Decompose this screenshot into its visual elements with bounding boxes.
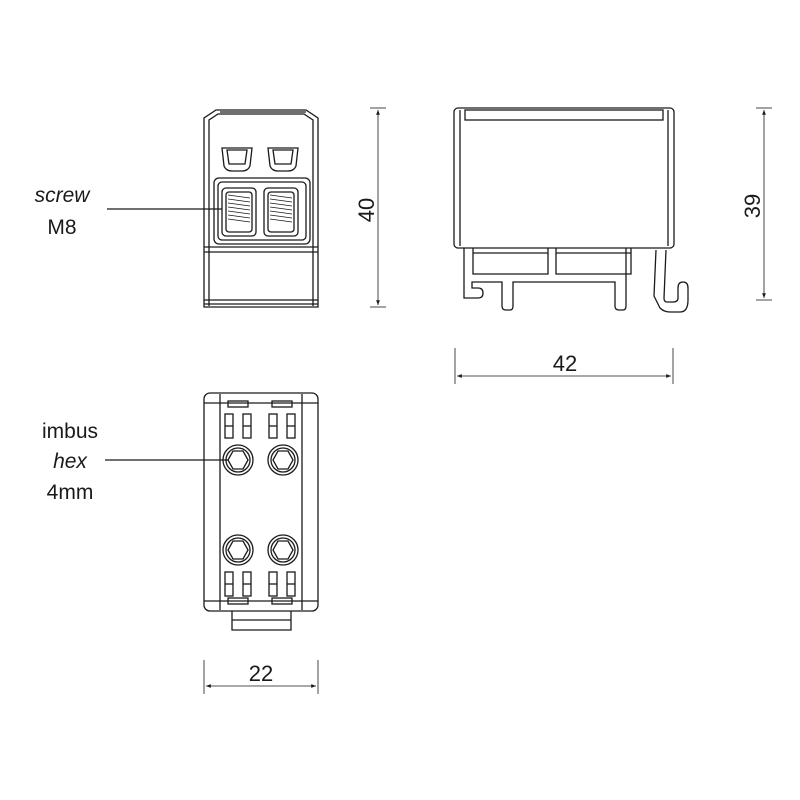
dimension-40-label: 40 [354,198,379,222]
hex-label: hex [53,450,88,473]
side-view [453,107,689,313]
screw-thread-icon [227,194,293,223]
bottom-view [203,392,319,631]
screw-label: screw [35,184,92,207]
dimension-front-height: 40 [354,107,386,308]
hex-socket-icon [222,444,299,566]
dimension-bottom-width: 22 [203,660,319,694]
imbus-label: imbus [42,420,98,443]
dimension-22-label: 22 [249,661,273,686]
hex-size-label: 4mm [47,481,94,504]
dimension-39-label: 39 [740,194,765,218]
dimension-side-height: 39 [740,107,772,301]
screw-size-label: M8 [47,216,76,239]
dimension-side-width: 42 [454,348,674,384]
front-view [203,109,319,308]
dimension-42-label: 42 [553,351,577,376]
